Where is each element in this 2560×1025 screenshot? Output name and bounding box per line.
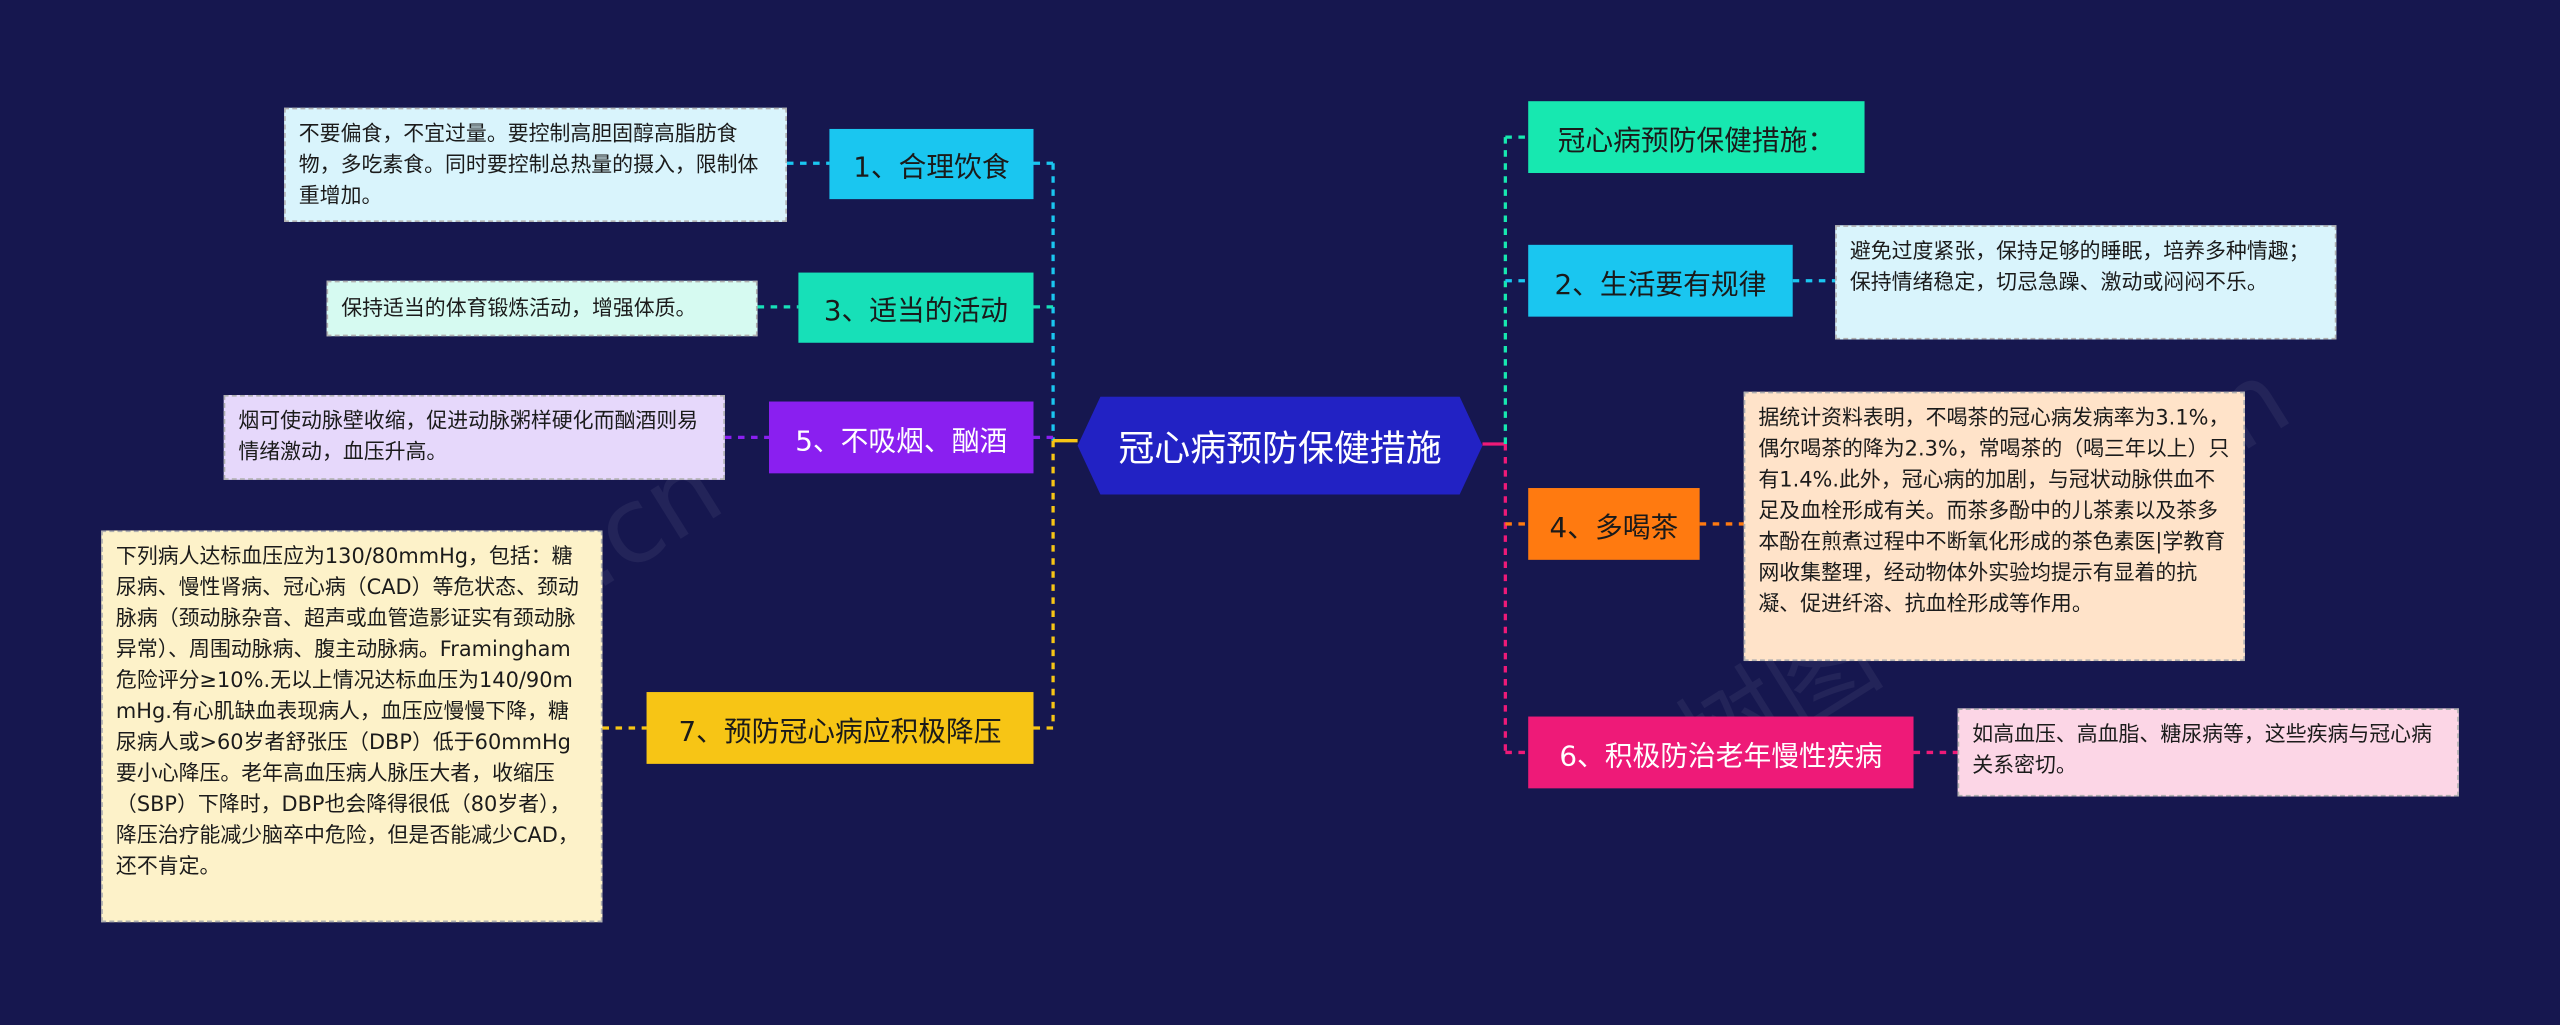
- note-no-smoking: 烟可使动脉壁收缩，促进动脉粥样硬化而酗酒则易情绪激动，血压升高。: [223, 394, 725, 480]
- branch-intro[interactable]: 冠心病预防保健措施：: [1528, 101, 1865, 174]
- branch-activity-label: 3、适当的活动: [823, 295, 1009, 329]
- branch-regular-life[interactable]: 2、生活要有规律: [1528, 244, 1793, 317]
- central-topic[interactable]: 冠心病预防保健措施: [1077, 396, 1483, 495]
- branch-regular-life-label: 2、生活要有规律: [1554, 268, 1767, 302]
- note-diet: 不要偏食，不宜过量。要控制高胆固醇高脂肪食物，多吃素食。同时要控制总热量的摄入，…: [284, 107, 787, 222]
- note-tea: 据统计资料表明，不喝茶的冠心病发病率为3.1%，偶尔喝茶的降为2.3%，常喝茶的…: [1743, 391, 2245, 662]
- central-topic-shape: [1077, 396, 1483, 495]
- branch-activity[interactable]: 3、适当的活动: [798, 272, 1034, 343]
- branch-intro-label: 冠心病预防保健措施：: [1557, 124, 1836, 158]
- note-regular-life: 避免过度紧张，保持足够的睡眠，培养多种情趣；保持情绪稳定，切忌急躁、激动或闷闷不…: [1835, 225, 2337, 340]
- branch-blood-pressure[interactable]: 7、预防冠心病应积极降压: [646, 692, 1034, 764]
- central-topic-label: 冠心病预防保健措施: [1118, 429, 1442, 471]
- note-chronic-disease: 如高血压、高血脂、糖尿病等，这些疾病与冠心病关系密切。: [1957, 708, 2459, 797]
- note-activity: 保持适当的体育锻炼活动，增强体质。: [326, 280, 758, 337]
- branch-diet[interactable]: 1、合理饮食: [829, 128, 1034, 200]
- branch-chronic-disease[interactable]: 6、积极防治老年慢性疾病: [1528, 716, 1914, 789]
- note-tea-text: 据统计资料表明，不喝茶的冠心病发病率为3.1%，偶尔喝茶的降为2.3%，常喝茶的…: [1758, 406, 2230, 617]
- note-blood-pressure: 下列病人达标血压应为130/80mmHg，包括：糖尿病、慢性肾病、冠心病（CAD…: [101, 530, 603, 923]
- note-blood-pressure-text: 下列病人达标血压应为130/80mmHg，包括：糖尿病、慢性肾病、冠心病（CAD…: [115, 545, 579, 880]
- branch-tea[interactable]: 4、多喝茶: [1528, 488, 1700, 560]
- note-regular-life-text: 避免过度紧张，保持足够的睡眠，培养多种情趣；保持情绪稳定，切忌急躁、激动或闷闷不…: [1849, 239, 2310, 296]
- branch-no-smoking[interactable]: 5、不吸烟、酗酒: [769, 401, 1034, 474]
- branch-tea-label: 4、多喝茶: [1549, 511, 1679, 545]
- note-no-smoking-text: 烟可使动脉壁收缩，促进动脉粥样硬化而酗酒则易情绪激动，血压升高。: [238, 409, 699, 466]
- branch-no-smoking-label: 5、不吸烟、酗酒: [795, 425, 1008, 458]
- branch-blood-pressure-label: 7、预防冠心病应积极降压: [678, 715, 1002, 749]
- note-activity-text: 保持适当的体育锻炼活动，增强体质。: [341, 296, 697, 321]
- note-chronic-disease-text: 如高血压、高血脂、糖尿病等，这些疾病与冠心病关系密切。: [1972, 723, 2432, 779]
- note-diet-text: 不要偏食，不宜过量。要控制高胆固醇高脂肪食物，多吃素食。同时要控制总热量的摄入，…: [298, 122, 759, 209]
- branch-diet-label: 1、合理饮食: [853, 151, 1010, 185]
- branch-chronic-disease-label: 6、积极防治老年慢性疾病: [1559, 740, 1883, 773]
